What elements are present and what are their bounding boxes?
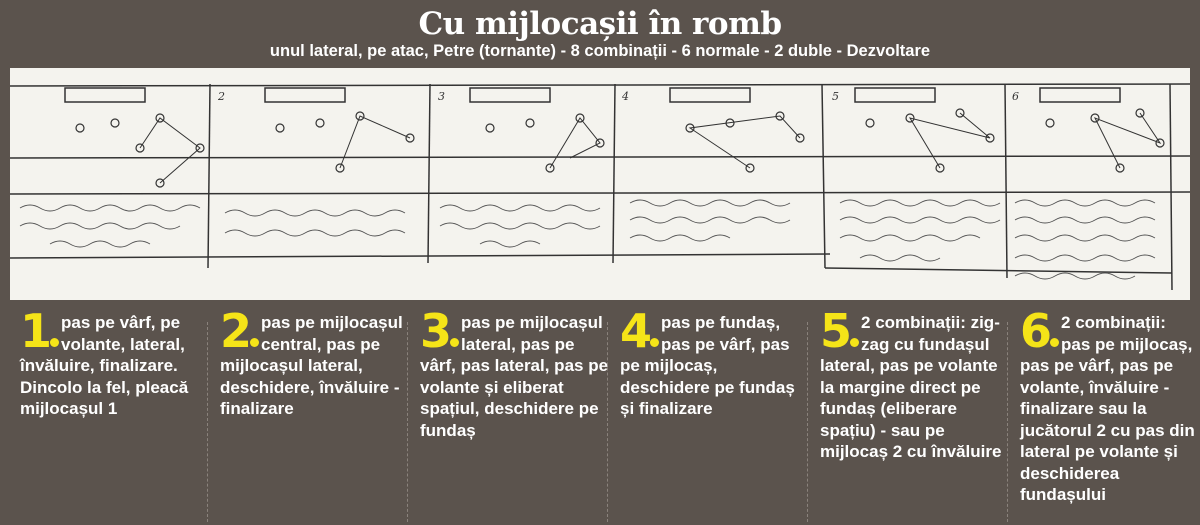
divider (607, 322, 608, 522)
combination-2: 2 pas pe mijlocașul central, pas pe mijl… (220, 308, 410, 520)
bullet-dot-icon (50, 338, 60, 347)
handwritten-tactics-sketch: 2 3 4 5 6 (10, 68, 1190, 300)
combination-text: pas pe fundaș, pas pe vârf, pas pe mijlo… (620, 313, 795, 418)
divider (207, 322, 208, 522)
divider (1007, 322, 1008, 522)
combination-3: 3 pas pe mijlocașul lateral, pas pe vârf… (420, 308, 610, 520)
combination-text: pas pe vârf, pe volante, lateral, învălu… (20, 313, 189, 418)
divider (407, 322, 408, 522)
combination-4: 4 pas pe fundaș, pas pe vârf, pas pe mij… (620, 308, 810, 520)
panel-number: 5 (832, 90, 839, 103)
combination-text: 2 combinații: zig-zag cu fundașul latera… (820, 313, 1002, 461)
panel-number: 4 (621, 90, 629, 103)
bullet-dot-icon (850, 338, 860, 347)
combination-1: 1 pas pe vârf, pe volante, lateral, învă… (20, 308, 210, 520)
panel-number: 6 (1012, 90, 1019, 103)
panel-number: 3 (438, 90, 445, 103)
panel-number: 2 (217, 90, 225, 103)
combination-5: 5 2 combinații: zig-zag cu fundașul late… (820, 308, 1010, 520)
bullet-dot-icon (250, 338, 260, 347)
page-subtitle: unul lateral, pe atac, Petre (tornante) … (269, 42, 931, 60)
combination-text: pas pe mijlocașul lateral, pas pe vârf, … (420, 313, 609, 440)
combination-number: 4 (620, 308, 660, 354)
page-title: Cu mijlocașii în romb (418, 6, 782, 42)
combination-number: 1 (20, 308, 60, 354)
handwriting-scribbles (19, 199, 1156, 280)
combination-number: 3 (420, 308, 460, 354)
combination-number: 6 (1020, 308, 1060, 354)
combinations-list: 1 pas pe vârf, pe volante, lateral, învă… (0, 308, 1200, 525)
combination-text: pas pe mijlocașul central, pas pe mijloc… (220, 313, 403, 418)
bullet-dot-icon (1050, 338, 1060, 347)
bullet-dot-icon (650, 338, 660, 347)
combination-6: 6 2 combinații: pas pe mijlocaș, pas pe … (1020, 308, 1195, 520)
divider (807, 322, 808, 522)
pass-arrows (139, 112, 1162, 184)
combination-number: 2 (220, 308, 260, 354)
bullet-dot-icon (450, 338, 460, 347)
combination-number: 5 (820, 308, 860, 354)
combination-text: 2 combinații: pas pe mijlocaș, pas pe vâ… (1020, 313, 1195, 504)
